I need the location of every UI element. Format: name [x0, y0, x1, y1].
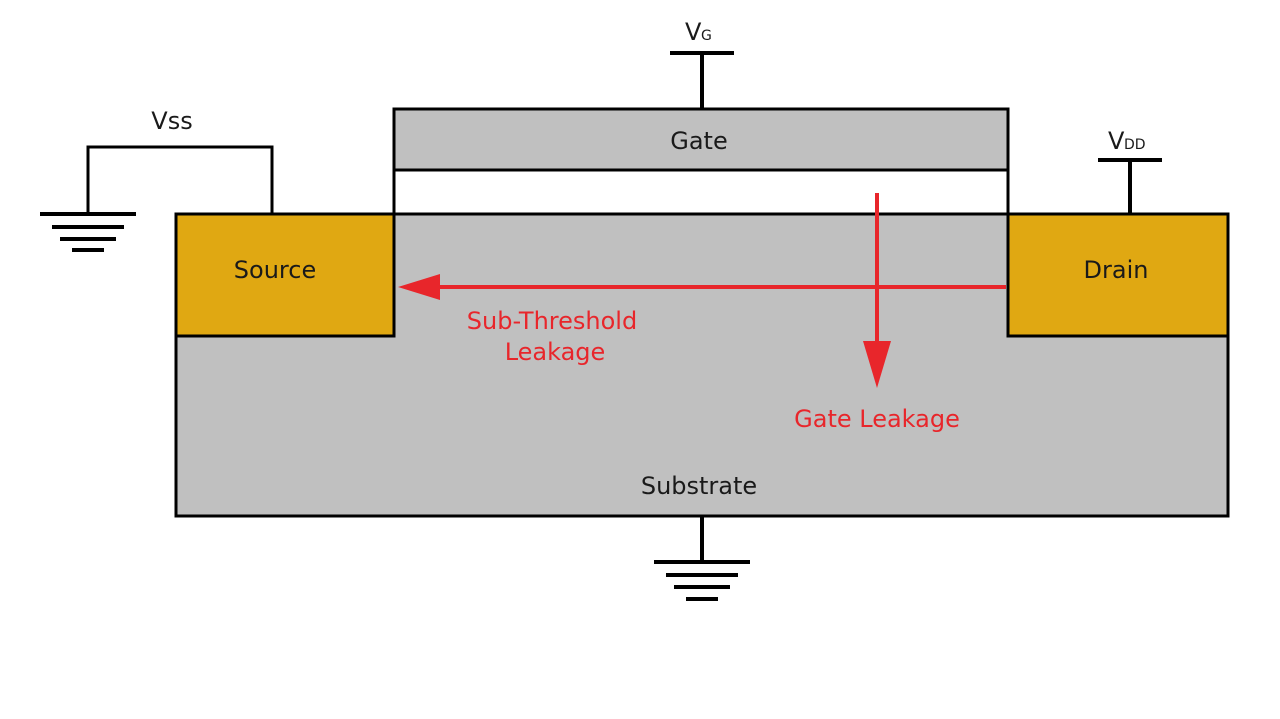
drain-region	[1006, 212, 1230, 338]
source-label: Source	[234, 256, 316, 284]
drain-label: Drain	[1084, 256, 1149, 284]
drain-terminal	[1098, 158, 1162, 214]
vss-wire	[86, 145, 274, 214]
gate-terminal	[670, 51, 734, 109]
gate-leakage-label: Gate Leakage	[794, 405, 960, 433]
gate-electrode	[392, 107, 1010, 172]
vss-label: Vss	[151, 107, 192, 135]
gate-oxide	[392, 168, 1010, 216]
substrate-label: Substrate	[641, 472, 757, 500]
subthreshold-leakage-label-line1: Sub-Threshold	[467, 307, 637, 335]
vg-label-subscript: G	[701, 28, 712, 44]
vdd-label: V DD	[1108, 127, 1146, 155]
vg-label-main: V	[685, 18, 702, 46]
subthreshold-leakage-arrow	[398, 274, 1006, 300]
source-region	[174, 212, 396, 338]
substrate-ground-icon	[654, 516, 750, 601]
gate-label: Gate	[670, 127, 727, 155]
vss-ground-icon	[40, 212, 136, 252]
subthreshold-leakage-label-line2: Leakage	[505, 338, 606, 366]
gate-leakage-arrow	[863, 193, 891, 388]
vdd-label-main: V	[1108, 127, 1125, 155]
vdd-label-subscript: DD	[1124, 137, 1146, 153]
vg-label: V G	[685, 18, 712, 46]
